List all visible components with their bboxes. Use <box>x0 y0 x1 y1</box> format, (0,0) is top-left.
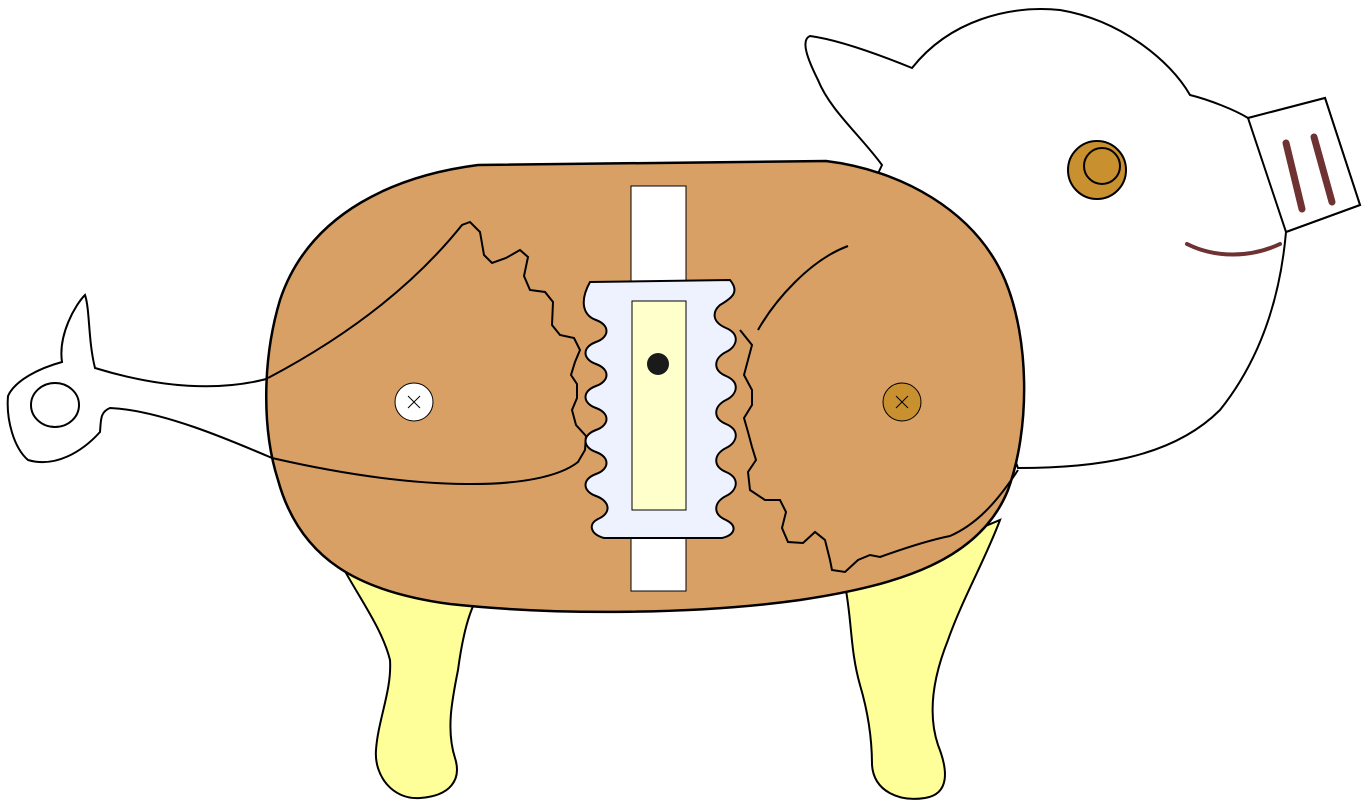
eye <box>1068 141 1126 199</box>
pivot-pin <box>647 353 669 375</box>
tail <box>8 295 272 462</box>
left-screw <box>395 383 433 421</box>
pivot-slot <box>632 301 686 510</box>
tail-loop <box>31 383 79 427</box>
eye-pupil <box>1084 148 1120 184</box>
right-screw <box>883 383 921 421</box>
